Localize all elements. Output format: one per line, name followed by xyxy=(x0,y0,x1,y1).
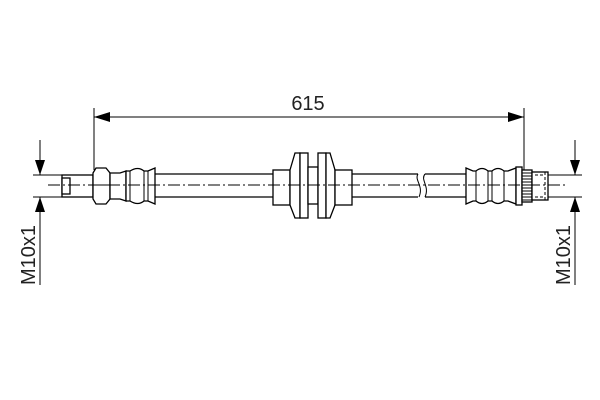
left-thread-dimension: M10x1 xyxy=(18,140,62,285)
arrow-left-icon xyxy=(94,112,110,122)
arrow-down-icon xyxy=(570,160,580,175)
length-value: 615 xyxy=(291,93,324,115)
arrow-right-icon xyxy=(508,112,524,122)
left-fitting xyxy=(61,167,156,205)
hose-tube xyxy=(155,173,466,198)
length-dimension: 615 xyxy=(93,93,525,170)
arrow-up-icon xyxy=(35,197,45,212)
right-fitting xyxy=(465,166,549,206)
arrow-up-icon xyxy=(570,197,580,212)
right-thread-dimension: M10x1 xyxy=(548,140,582,285)
left-thread-label: M10x1 xyxy=(18,225,40,285)
right-thread-label: M10x1 xyxy=(553,225,575,285)
hex-nut-icon xyxy=(92,167,111,205)
arrow-down-icon xyxy=(35,160,45,175)
break-symbol-icon xyxy=(416,173,421,198)
